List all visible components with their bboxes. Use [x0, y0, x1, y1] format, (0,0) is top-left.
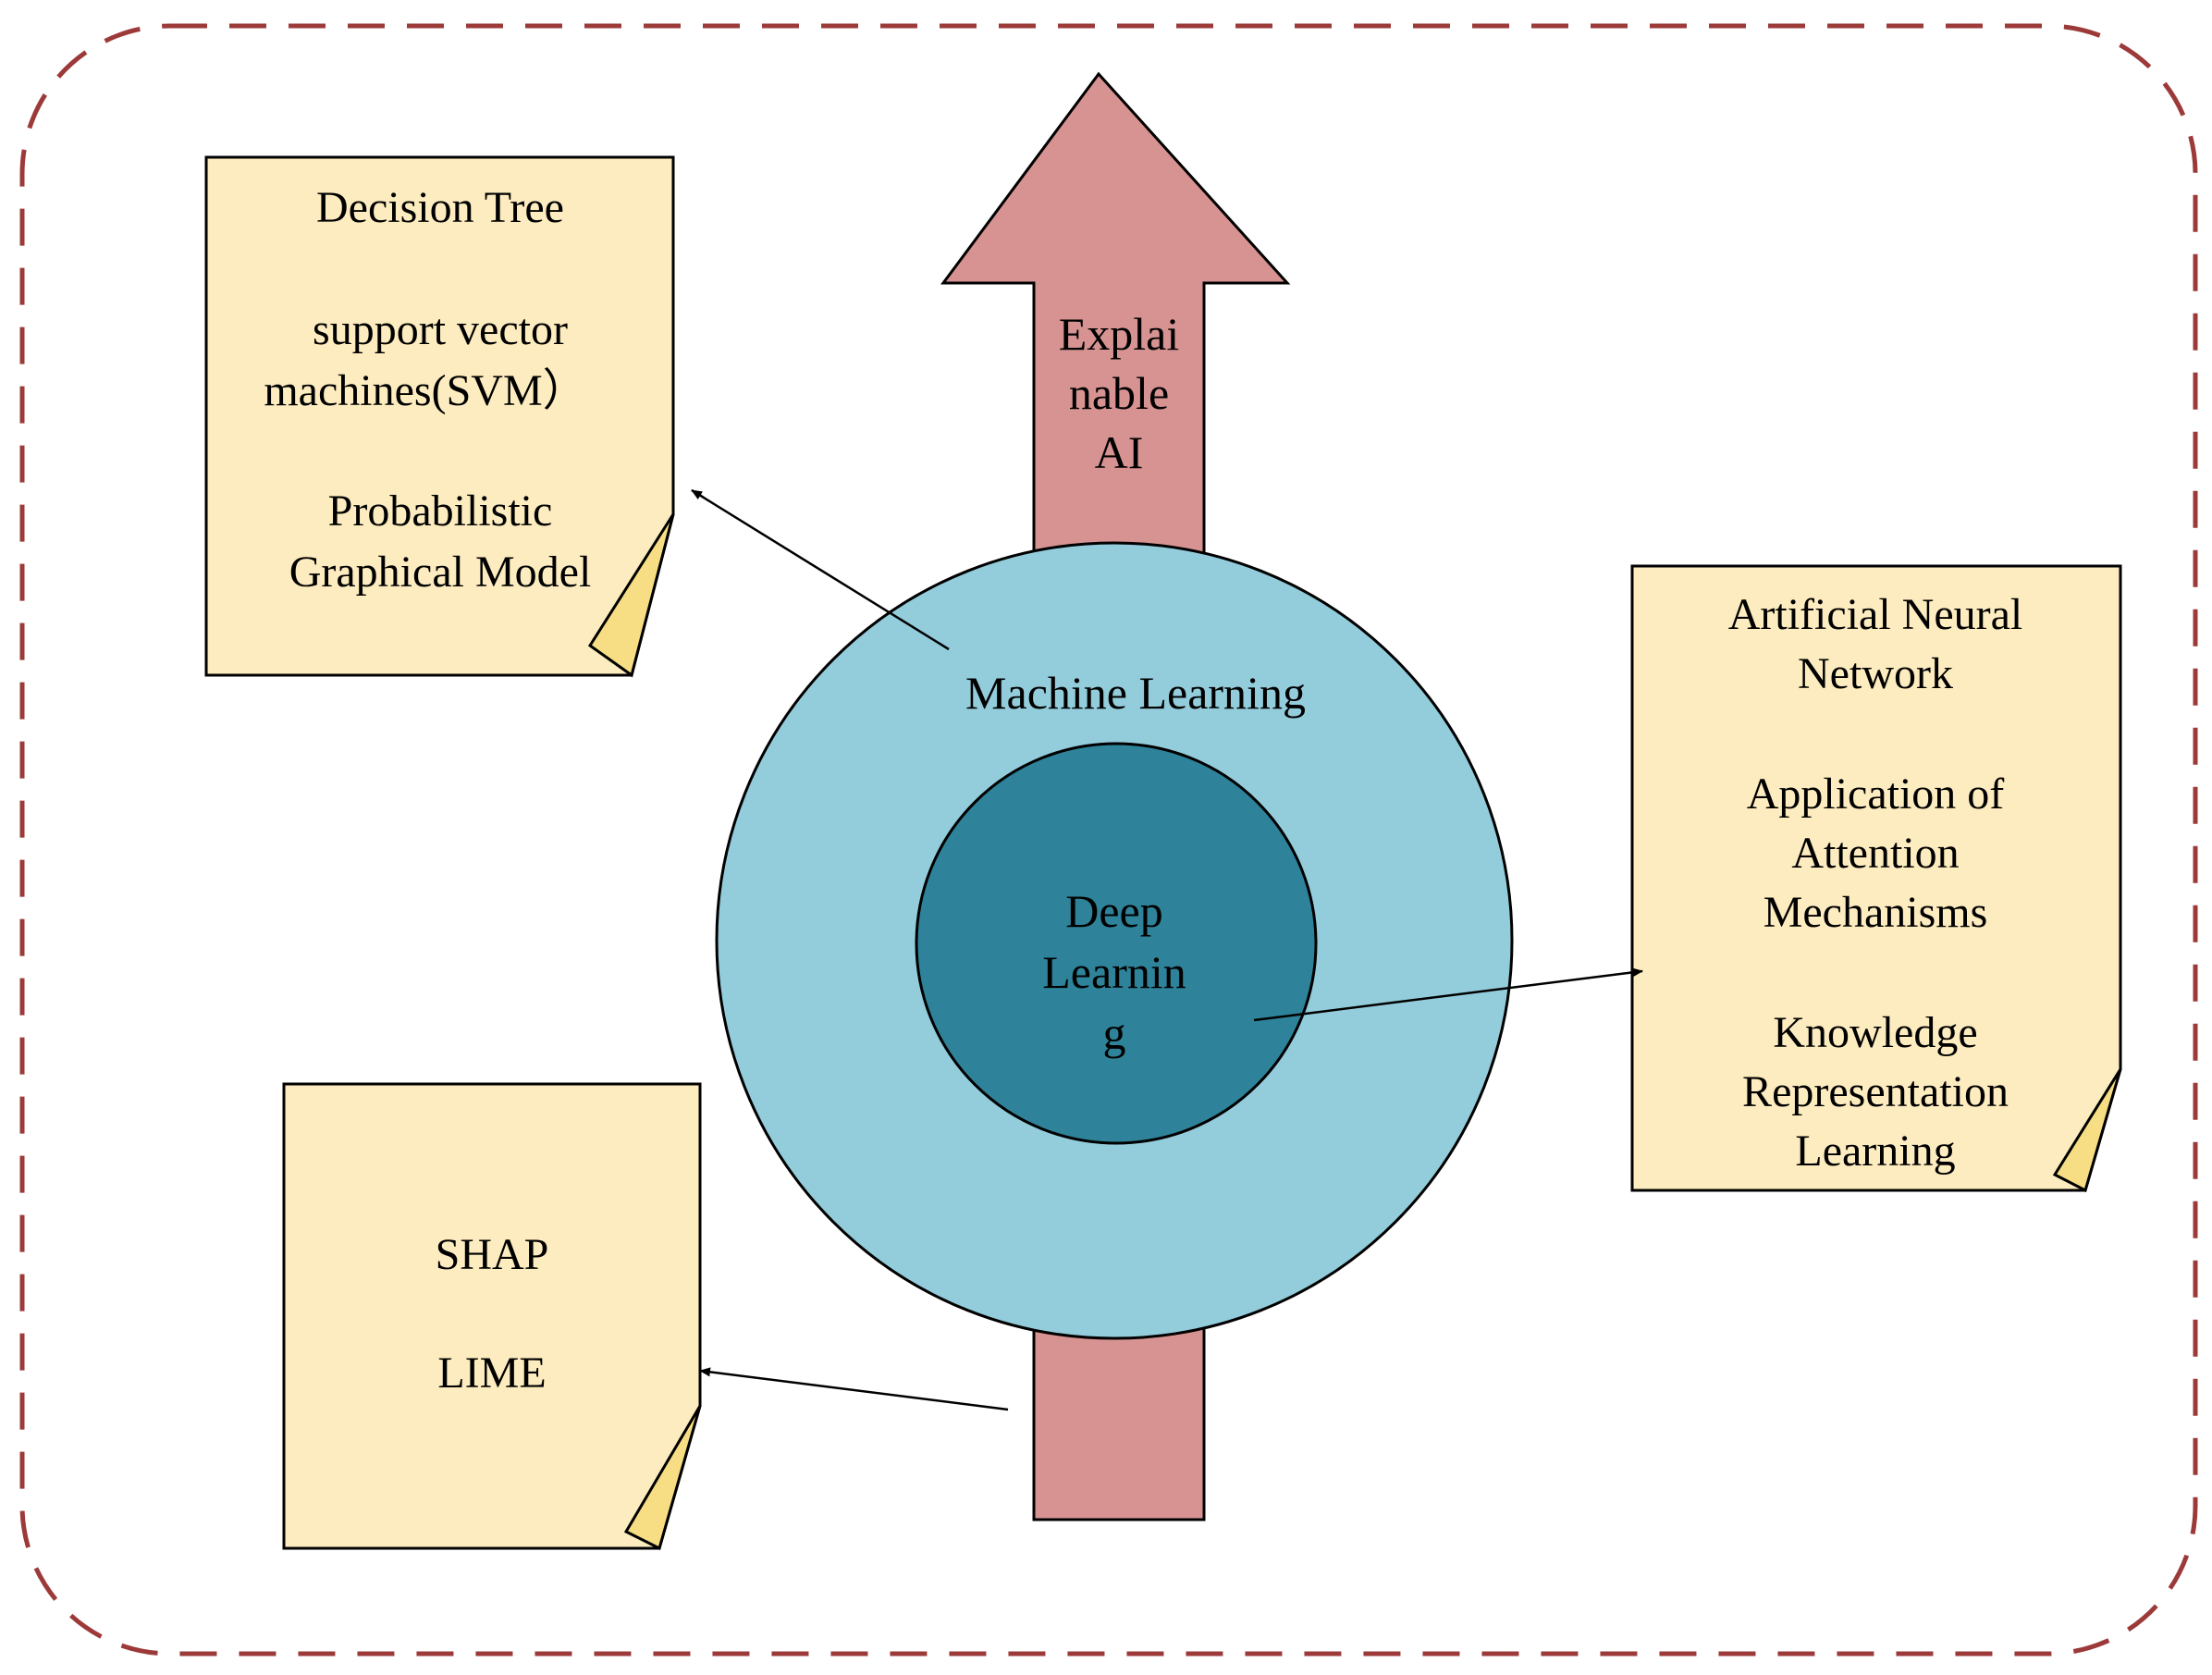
note-post-hoc-body — [282, 1082, 702, 1550]
note-deep-learning-line-7: Representation — [1742, 1067, 2009, 1116]
note-classic-ml-fold — [587, 513, 675, 678]
note-deep-learning-line-8: Learning — [1795, 1127, 1955, 1176]
arrow-label-line-2: nable — [1069, 367, 1169, 419]
arrow-label-line-1: Explai — [1059, 308, 1180, 360]
note-post-hoc-line-1: SHAP — [436, 1230, 549, 1279]
note-deep-learning-line-4: Attention — [1791, 829, 1959, 878]
note-classic-ml-line-3: machines(SVM） — [264, 366, 586, 415]
deep-learning-circle — [915, 742, 1318, 1145]
note-post-hoc-line-2: LIME — [437, 1349, 546, 1398]
note-classic-ml-line-5: Graphical Model — [289, 548, 592, 597]
note-deep-learning-line-5: Mechanisms — [1763, 888, 1988, 937]
note-deep-learning-fold — [2052, 1068, 2122, 1193]
connector-dl-to-deep-note — [1253, 967, 1643, 1022]
note-deep-learning: Artificial Neural Network Application of… — [1630, 564, 2122, 1193]
deep-learning-label-line-2: Learnin — [1042, 946, 1186, 998]
connector-arrow-to-posthoc-note — [699, 1367, 1009, 1411]
note-deep-learning-line-3: Application of — [1747, 770, 2005, 819]
note-classic-ml-line-2: support vector — [313, 305, 568, 354]
note-deep-learning-line-2: Network — [1798, 649, 1953, 698]
arrow-label-line-3: AI — [1095, 426, 1144, 478]
note-classic-ml-body — [204, 155, 675, 677]
note-classic-ml-line-4: Probabilistic — [328, 486, 553, 536]
note-post-hoc-fold — [623, 1405, 702, 1551]
deep-learning-label-line-3: g — [1103, 1007, 1126, 1059]
machine-learning-label: Machine Learning — [965, 667, 1306, 719]
note-deep-learning-line-1: Artificial Neural — [1728, 590, 2023, 639]
note-deep-learning-line-6: Knowledge — [1773, 1008, 1977, 1057]
note-classic-ml-line-1: Decision Tree — [316, 183, 564, 232]
deep-learning-label-line-1: Deep — [1065, 885, 1163, 937]
connector-ml-to-classic-note — [691, 488, 950, 651]
note-classic-ml: Decision Tree support vector machines(SV… — [204, 155, 675, 678]
note-post-hoc: SHAP LIME — [282, 1082, 702, 1551]
